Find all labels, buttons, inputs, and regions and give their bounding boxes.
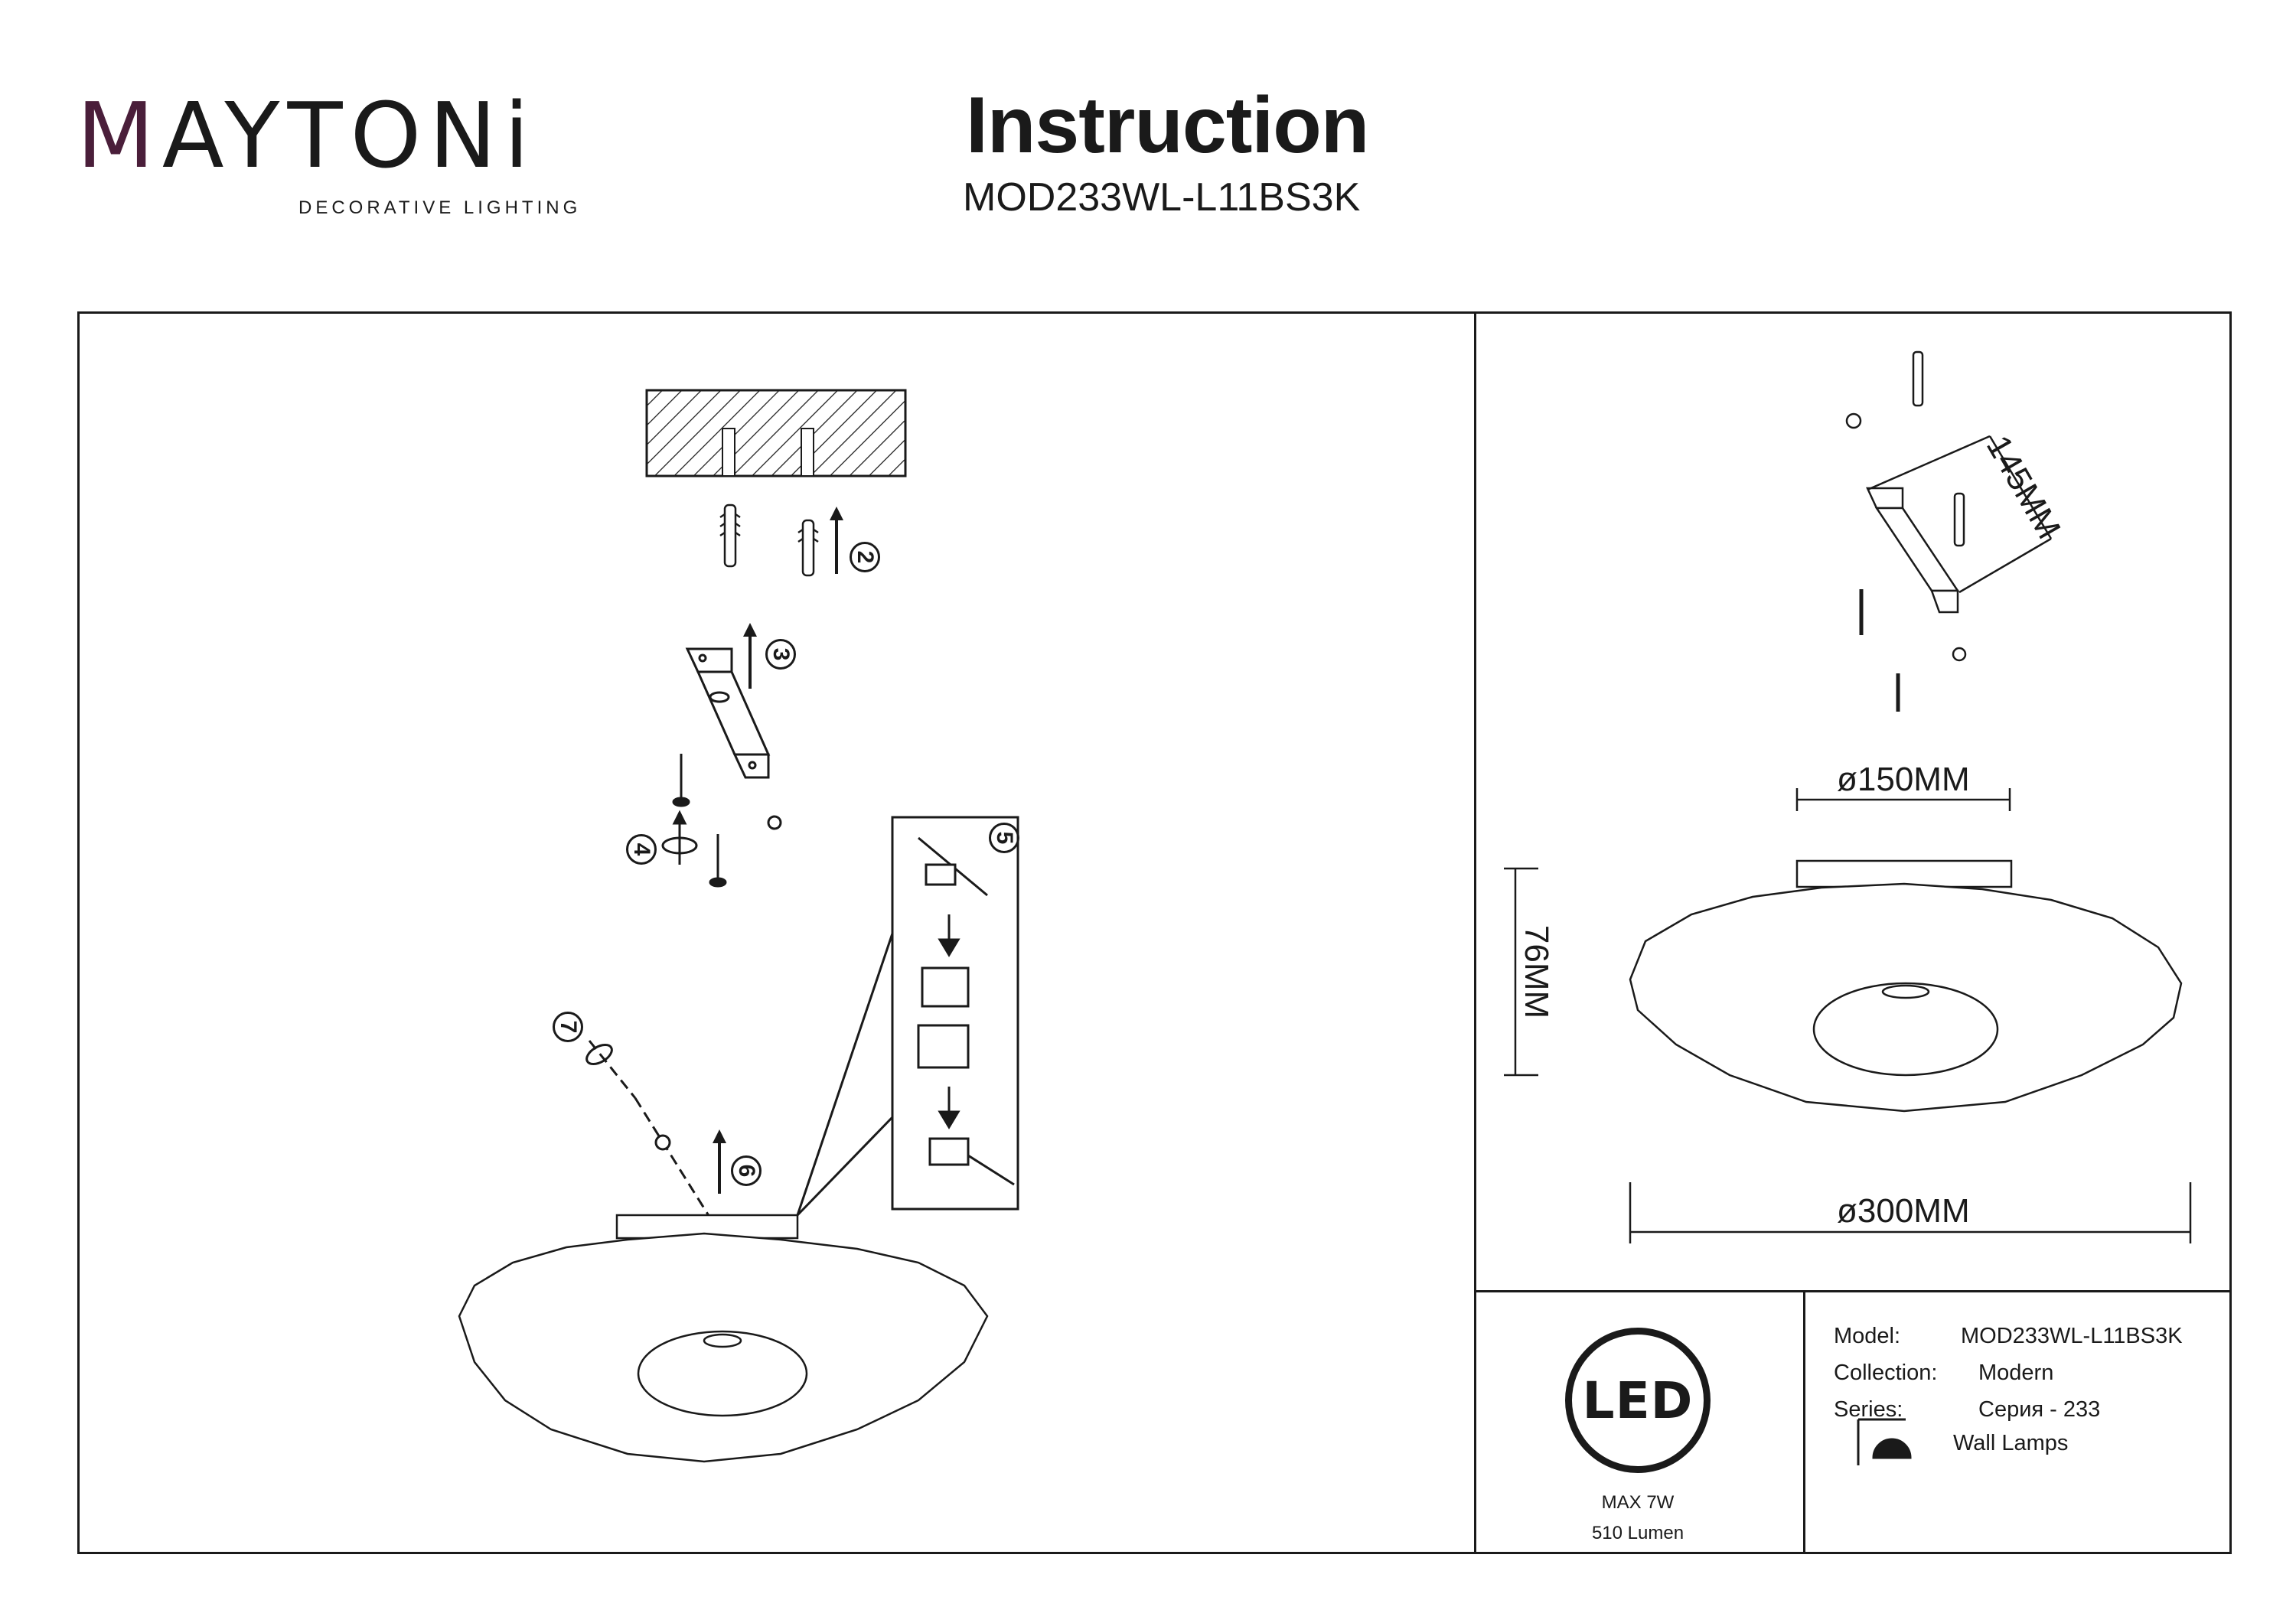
step-label-3: 3 [765, 639, 796, 670]
wall-anchor-icon [719, 504, 819, 577]
step-label-4: 4 [626, 834, 657, 865]
shade-diameter-label: ø300MM [1837, 1192, 1970, 1230]
base-diameter-label: ø150MM [1837, 761, 1970, 798]
spec-type-value: Wall Lamps [1953, 1431, 2069, 1455]
wall-section [645, 389, 907, 477]
screw-icon [672, 754, 727, 888]
frame-divider-vertical [1474, 311, 1476, 1554]
led-badge-icon: LED [1565, 1328, 1711, 1473]
spec-model-value: MOD233WL-L11BS3K [1961, 1324, 2183, 1348]
brand-tagline: DECORATIVE LIGHTING [298, 197, 582, 218]
document-model-code: MOD233WL-L11BS3K [963, 175, 1361, 220]
rotate-icon [585, 1040, 713, 1221]
lumen-output: 510 Lumen [1591, 1523, 1684, 1543]
rotate-icon [661, 810, 698, 865]
nut-icon [767, 815, 782, 830]
spec-series-value: Серия - 233 [1978, 1397, 2101, 1422]
wiring-detail-inset [796, 816, 1019, 1217]
screw-icon [654, 1134, 671, 1151]
lamp-dimension-drawing [1504, 788, 2192, 1243]
brand-logo: MAYTONi DECORATIVE LIGHTING [77, 90, 581, 219]
arrow-up-icon [713, 1129, 726, 1194]
bracket-dimension-drawing [1845, 350, 2053, 712]
frame-divider-horizontal [1474, 1290, 2232, 1292]
pleated-lamp-drawing [458, 1214, 989, 1463]
height-label: 76MM [1518, 924, 1556, 1019]
spec-divider-vertical [1803, 1290, 1805, 1554]
document-title: Instruction [966, 81, 1369, 170]
spec-model-label: Model: [1834, 1324, 1901, 1348]
brand-letter-m: M [77, 83, 162, 188]
mounting-bracket [685, 647, 771, 779]
spec-series-label: Series: [1834, 1397, 1903, 1422]
brand-name: MAYTONi [77, 90, 581, 181]
spec-collection-value: Modern [1978, 1361, 2054, 1385]
step-label-7: 7 [553, 1012, 583, 1042]
step-label-6: 6 [731, 1155, 762, 1186]
power-max: MAX 7W [1601, 1492, 1675, 1513]
arrow-up-icon [830, 507, 843, 574]
wall-lamp-icon [1857, 1418, 1912, 1465]
instruction-frame [77, 311, 2232, 1554]
step-label-2: 2 [850, 542, 880, 572]
brand-letters: AYTONi [161, 83, 537, 188]
arrow-up-icon [743, 623, 757, 689]
step-label-5: 5 [989, 823, 1019, 853]
spec-collection-label: Collection: [1834, 1361, 1938, 1385]
